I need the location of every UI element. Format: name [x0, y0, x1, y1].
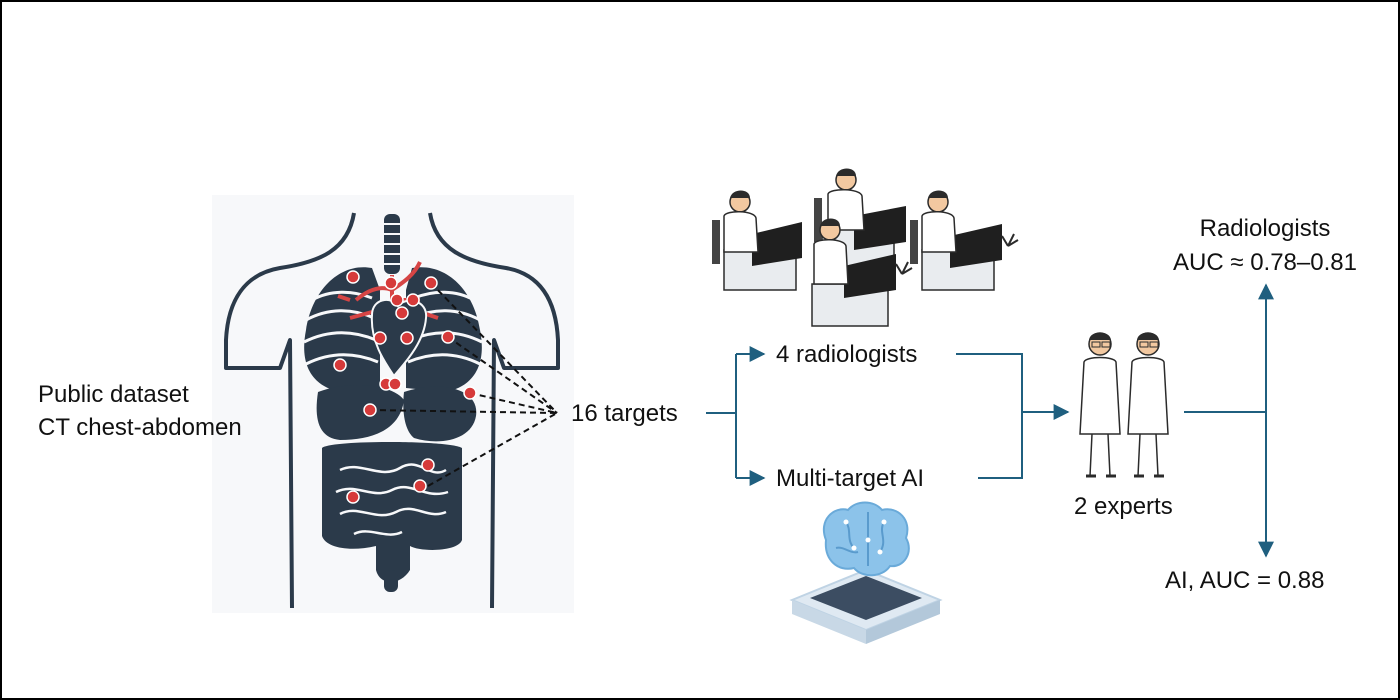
target-marker — [363, 403, 377, 417]
target-marker — [413, 479, 427, 493]
radiologists-result-line2: AUC ≈ 0.78–0.81 — [1173, 249, 1357, 276]
experts-label: 2 experts — [1074, 493, 1173, 520]
target-marker — [400, 331, 414, 345]
target-marker — [333, 358, 347, 372]
lung-left — [406, 267, 482, 392]
target-marker — [346, 490, 360, 504]
radiologist-workstation — [712, 190, 802, 291]
target-marker — [384, 276, 398, 290]
target-marker — [406, 293, 420, 307]
trachea-rings — [384, 223, 400, 265]
rectum — [384, 570, 398, 592]
target-leader-lines — [369, 282, 558, 487]
target-marker — [424, 276, 438, 290]
intestine-folds — [335, 463, 449, 536]
radiologist-workstation — [814, 168, 906, 269]
connector-merge — [956, 353, 1023, 479]
target-marker — [395, 306, 409, 320]
target-markers — [333, 270, 477, 504]
stomach — [403, 386, 477, 442]
radiologists-result-line1: Radiologists — [1199, 215, 1331, 242]
radiologist-workstation — [811, 218, 913, 327]
expert-doctor — [1127, 332, 1169, 478]
ai-result-label: AI, AUC = 0.88 — [1165, 567, 1325, 594]
experts-illustration — [1079, 332, 1169, 478]
target-marker — [463, 386, 477, 400]
anatomy-illustration — [212, 195, 574, 613]
ai-branch-label: Multi-target AI — [776, 465, 925, 492]
body-outline — [224, 212, 560, 609]
target-marker — [388, 377, 402, 391]
radiologists-branch-label: 4 radiologists — [776, 341, 918, 368]
target-marker — [373, 331, 387, 345]
radiologists-illustration — [712, 168, 1019, 327]
dataset-label-line2: CT chest-abdomen — [38, 414, 242, 441]
intestines — [322, 442, 462, 582]
dataset-label-line1: Public dataset — [38, 381, 189, 408]
expert-doctor — [1079, 332, 1121, 478]
radiologist-workstation — [910, 190, 1019, 291]
flow-connectors — [706, 283, 1274, 558]
ai-brain-icon — [789, 501, 943, 644]
target-marker — [346, 270, 360, 284]
liver — [316, 385, 404, 440]
target-marker — [421, 458, 435, 472]
target-marker — [390, 293, 404, 307]
targets-label: 16 targets — [571, 400, 678, 427]
target-marker — [441, 330, 455, 344]
